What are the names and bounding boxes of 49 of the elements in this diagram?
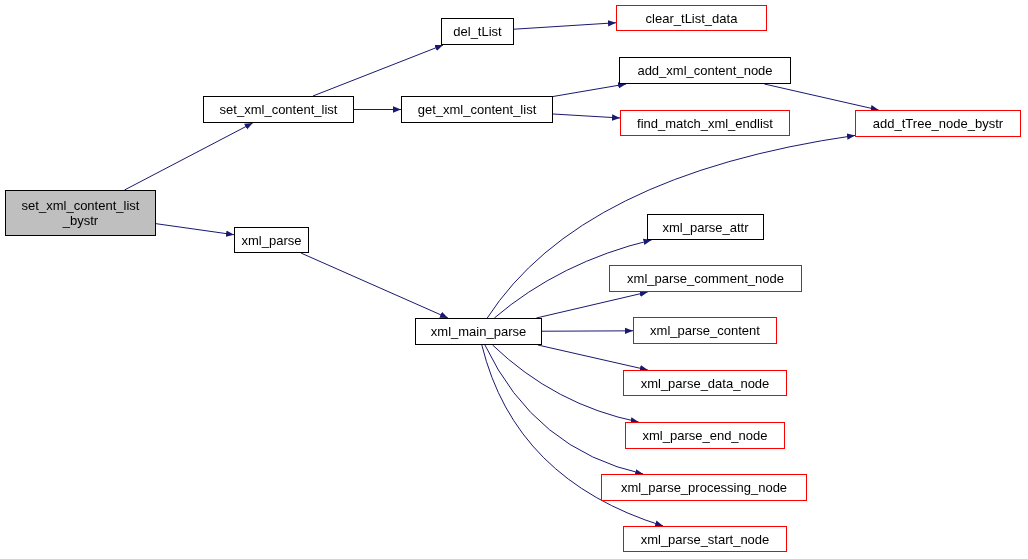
function-name: xml_parse_end_node <box>641 428 769 443</box>
function-name: add_tTree_node_bystr <box>871 116 1005 131</box>
function-box <box>620 110 790 136</box>
function-name: add_xml_content_node <box>636 63 774 78</box>
function-box <box>619 57 791 84</box>
function-name: xml_parse_comment_node <box>626 271 785 286</box>
call-arrow <box>486 133 856 319</box>
function-box <box>5 190 156 236</box>
function-box <box>234 227 309 253</box>
function-box <box>633 317 777 344</box>
call-arrow <box>312 44 444 97</box>
call-arrow <box>537 344 649 372</box>
function-name: xml_parse_attr <box>661 219 750 235</box>
call-arrow <box>492 344 640 424</box>
function-name: find_match_xml_endlist <box>636 115 774 131</box>
function-name: set_xml_content_list _bystr <box>20 198 141 228</box>
function-name: xml_parse <box>240 232 303 248</box>
function-box <box>601 474 807 501</box>
function-box <box>616 5 767 31</box>
function-box <box>401 96 553 123</box>
call-arrow <box>353 106 402 113</box>
function-box <box>855 110 1021 137</box>
call-arrow <box>552 113 621 121</box>
function-box <box>203 96 354 123</box>
call-arrow <box>541 327 634 335</box>
function-name: xml_parse_processing_node <box>619 480 789 495</box>
call-arrow <box>481 344 664 527</box>
function-box <box>609 265 802 292</box>
function-name: set_xml_content_list <box>218 102 339 117</box>
call-arrow <box>155 223 235 237</box>
call-arrow <box>484 344 644 476</box>
function-name: xml_main_parse <box>429 324 528 339</box>
call-arrow <box>124 122 254 191</box>
function-name: xml_parse_content <box>649 323 761 338</box>
function-box <box>623 526 787 552</box>
call-arrow <box>513 20 617 30</box>
function-box <box>441 18 514 45</box>
function-name: clear_tList_data <box>644 10 739 26</box>
function-box <box>415 318 542 345</box>
function-box <box>625 422 785 449</box>
function-name: xml_parse_start_node <box>639 531 771 547</box>
function-name: get_xml_content_list <box>416 102 538 117</box>
call-arrow <box>552 82 627 97</box>
function-name: xml_parse_data_node <box>639 375 771 391</box>
function-name: del_tList <box>452 24 503 39</box>
function-box <box>647 214 764 240</box>
call-arrow <box>493 238 652 319</box>
call-arrow <box>300 252 449 319</box>
function-box <box>623 370 787 396</box>
